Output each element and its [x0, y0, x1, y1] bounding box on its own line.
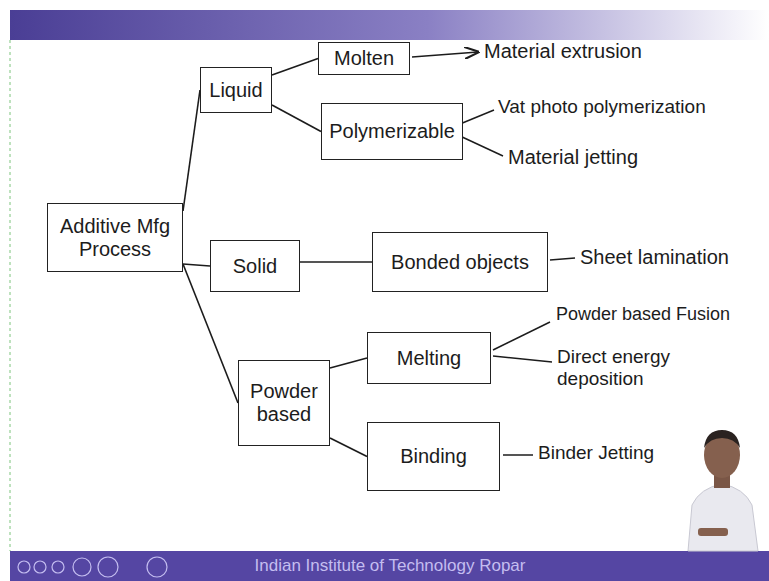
leader-line: [460, 136, 503, 156]
nav-icon: [18, 561, 30, 573]
category-box: Binding: [367, 422, 500, 491]
margin-line: [10, 40, 11, 551]
box-label: Melting: [397, 347, 461, 370]
connector-line: [183, 264, 210, 266]
box-label: Bonded objects: [391, 251, 529, 274]
logo-icon: [98, 557, 118, 577]
leader-line: [503, 454, 533, 456]
leader-line: [493, 356, 552, 362]
leader-line: [550, 258, 575, 260]
category-box: Molten: [318, 42, 410, 75]
presenter-figure: [688, 430, 758, 551]
box-label: Solid: [233, 255, 277, 278]
box-label: Molten: [334, 47, 394, 70]
logo-icon: [73, 558, 91, 576]
box-label: Liquid: [209, 79, 262, 102]
logo-icon: [147, 557, 167, 577]
leader-arrow: [412, 52, 478, 57]
process-name: Sheet lamination: [580, 246, 760, 269]
connector-line: [330, 358, 367, 368]
footer-bar: [10, 551, 769, 581]
connector-line: [300, 262, 372, 263]
nav-icon: [34, 561, 46, 573]
process-name: Material extrusion: [484, 40, 754, 63]
box-label: Polymerizable: [329, 120, 455, 143]
category-box: Liquid: [200, 67, 272, 113]
process-name: Powder based Fusion: [556, 304, 761, 325]
title-bar: [10, 10, 769, 40]
connector-line: [272, 59, 318, 76]
box-label: Additive Mfg Process: [54, 215, 176, 261]
box-label: Powder based: [245, 380, 323, 426]
connector-line: [272, 105, 321, 132]
process-name: Direct energy deposition: [557, 346, 757, 390]
process-name: Material jetting: [508, 146, 758, 169]
category-box: Melting: [367, 332, 491, 384]
leader-line: [460, 110, 494, 124]
process-name: Binder Jetting: [538, 442, 683, 464]
box-label: Binding: [400, 445, 467, 468]
connector-line: [183, 90, 200, 211]
category-box: Polymerizable: [321, 103, 463, 160]
process-name: Vat photo polymerization: [498, 96, 760, 118]
nav-icon: [52, 561, 64, 573]
leader-line: [493, 322, 550, 350]
connector-line: [330, 438, 367, 457]
root-box: Additive Mfg Process: [47, 203, 183, 272]
institute-footer: Indian Institute of Technology Ropar: [230, 556, 550, 576]
category-box: Powder based: [238, 360, 330, 446]
category-box: Solid: [210, 240, 300, 292]
category-box: Bonded objects: [372, 232, 548, 292]
